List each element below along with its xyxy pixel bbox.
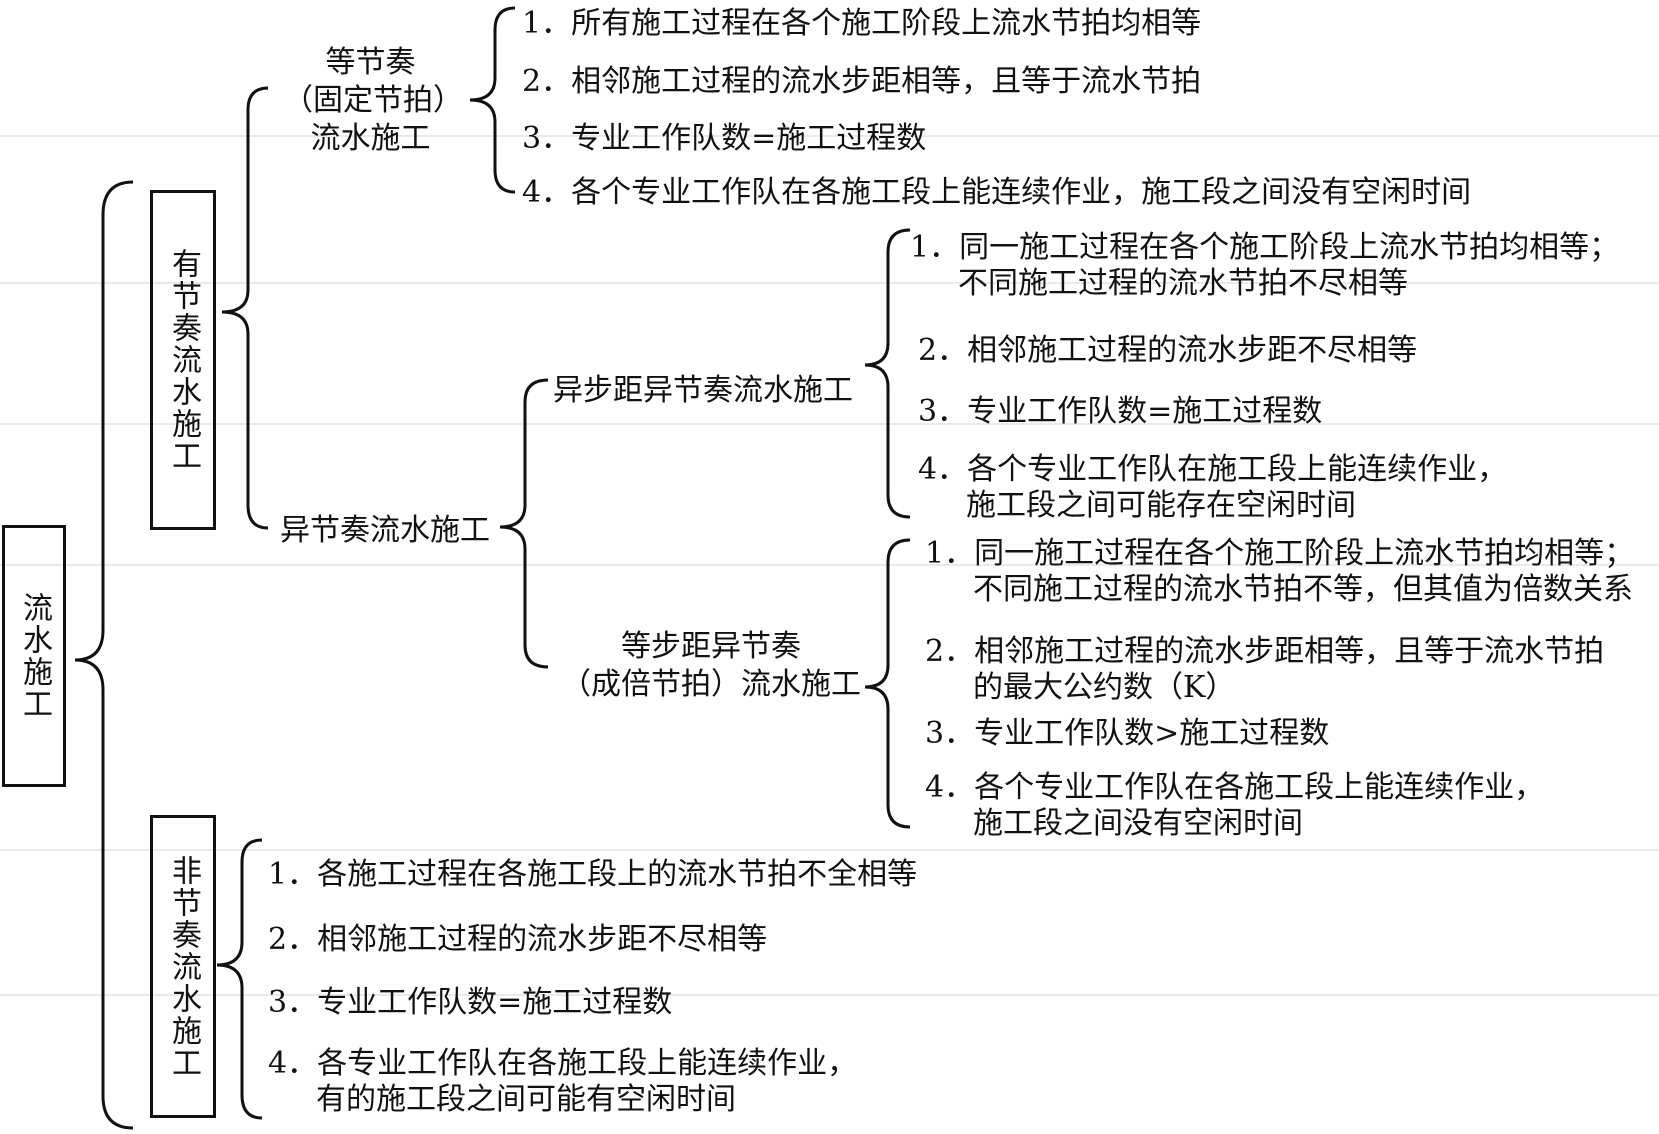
non-rhythmic-item: 4．各专业工作队在各施工段上能连续作业， 有的施工段之间可能有空闲时间 bbox=[268, 1046, 857, 1118]
diff-step-item-line: 不同施工过程的流水节拍不尽相等 bbox=[958, 266, 1408, 301]
diff-step-item-line: 1．同一施工过程在各个施工阶段上流水节拍均相等； bbox=[910, 230, 1620, 265]
equal-rhythm-label: 等节奏 （固定节拍） 流水施工 bbox=[283, 44, 463, 158]
equal-rhythm-item: 1．所有施工过程在各个施工阶段上流水节拍均相等 bbox=[522, 6, 1202, 41]
equal-step-item: 4．各个专业工作队在各施工段上能连续作业， 施工段之间没有空闲时间 bbox=[925, 770, 1544, 842]
equal-step-label-line: （成倍节拍）流水施工 bbox=[561, 667, 861, 702]
unequal-rhythm-brace bbox=[499, 378, 549, 669]
non-rhythmic-item: 2．相邻施工过程的流水步距不尽相等 bbox=[268, 922, 768, 957]
equal-step-brace bbox=[864, 538, 911, 829]
diff-step-item: 1．同一施工过程在各个施工阶段上流水节拍均相等； 不同施工过程的流水节拍不尽相等 bbox=[910, 230, 1619, 302]
equal-rhythm-item: 3．专业工作队数=施工过程数 bbox=[522, 121, 927, 156]
equal-step-item-line: 施工段之间没有空闲时间 bbox=[973, 806, 1303, 841]
diff-step-item: 3．专业工作队数=施工过程数 bbox=[918, 394, 1323, 429]
unequal-rhythm-label: 异节奏流水施工 bbox=[280, 513, 490, 548]
diff-step-item: 2．相邻施工过程的流水步距不尽相等 bbox=[918, 333, 1418, 368]
equal-step-item-line: 的最大公约数（K） bbox=[973, 670, 1236, 705]
equal-step-item: 3．专业工作队数>施工过程数 bbox=[925, 716, 1330, 751]
equal-rhythm-item: 4．各个专业工作队在各施工段上能连续作业，施工段之间没有空闲时间 bbox=[522, 175, 1472, 210]
equal-step-item: 2．相邻施工过程的流水步距相等，且等于流水节拍 的最大公约数（K） bbox=[925, 634, 1604, 706]
non-rhythmic-item: 3．专业工作队数=施工过程数 bbox=[268, 985, 673, 1020]
equal-rhythm-brace bbox=[469, 6, 516, 194]
diff-step-label: 异步距异节奏流水施工 bbox=[553, 373, 853, 408]
diff-step-brace bbox=[864, 228, 911, 519]
equal-step-item-line: 不同施工过程的流水节拍不等，但其值为倍数关系 bbox=[973, 572, 1633, 607]
equal-rhythm-label-line: 等节奏 bbox=[325, 45, 416, 80]
equal-step-label-line: 等步距异节奏 bbox=[621, 629, 801, 664]
non-rhythmic-item: 1．各施工过程在各施工段上的流水节拍不全相等 bbox=[268, 857, 918, 892]
equal-step-item: 1．同一施工过程在各个施工阶段上流水节拍均相等； 不同施工过程的流水节拍不等，但… bbox=[925, 536, 1634, 608]
equal-step-label: 等步距异节奏 （成倍节拍）流水施工 bbox=[556, 628, 866, 704]
non-rhythmic-item-line: 有的施工段之间可能有空闲时间 bbox=[316, 1082, 736, 1117]
non-rhythmic-brace bbox=[216, 838, 263, 1120]
equal-rhythm-item: 2．相邻施工过程的流水步距相等，且等于流水节拍 bbox=[522, 64, 1202, 99]
root-node: 流水施工 bbox=[2, 525, 66, 787]
equal-rhythm-label-line: （固定节拍） bbox=[283, 83, 463, 118]
diff-step-item-line: 4．各个专业工作队在施工段上能连续作业， bbox=[918, 452, 1508, 487]
rhythmic-node: 有节奏流水施工 bbox=[150, 190, 216, 530]
non-rhythmic-node: 非节奏流水施工 bbox=[150, 815, 216, 1118]
equal-step-item-line: 4．各个专业工作队在各施工段上能连续作业， bbox=[925, 770, 1545, 805]
equal-step-item-line: 2．相邻施工过程的流水步距相等，且等于流水节拍 bbox=[925, 634, 1605, 669]
diff-step-item: 4．各个专业工作队在施工段上能连续作业， 施工段之间可能存在空闲时间 bbox=[918, 452, 1507, 524]
root-brace bbox=[74, 180, 134, 1130]
non-rhythmic-item-line: 4．各专业工作队在各施工段上能连续作业， bbox=[268, 1046, 858, 1081]
equal-rhythm-label-line: 流水施工 bbox=[310, 121, 431, 156]
rhythmic-brace bbox=[221, 86, 269, 530]
equal-step-item-line: 1．同一施工过程在各个施工阶段上流水节拍均相等； bbox=[925, 536, 1635, 571]
diff-step-item-line: 施工段之间可能存在空闲时间 bbox=[966, 488, 1356, 523]
